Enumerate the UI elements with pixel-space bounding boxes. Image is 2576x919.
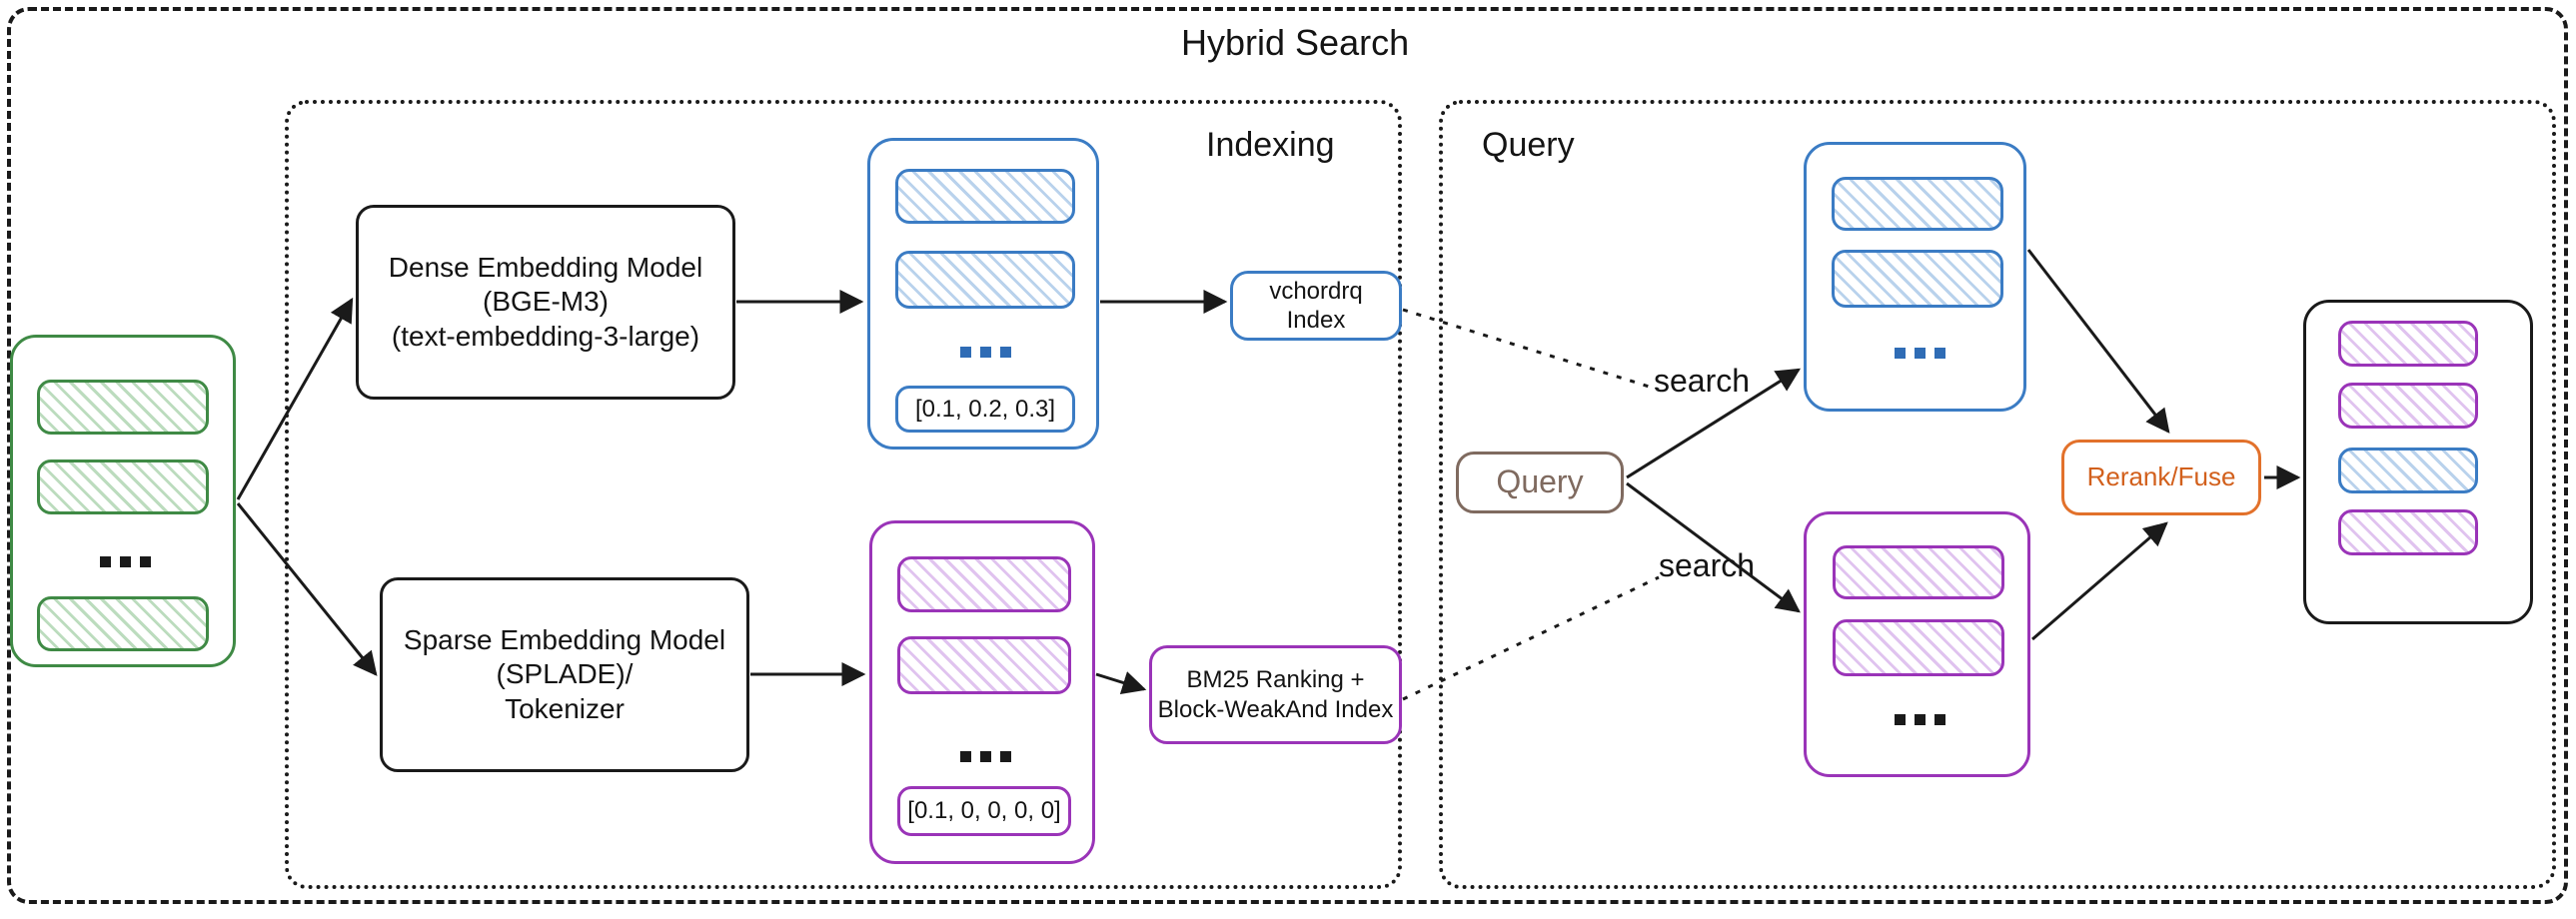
dense-vectors-stack: [0.1, 0.2, 0.3] — [867, 138, 1099, 450]
list-item — [1832, 177, 2003, 231]
dense-embedding-model-node[interactable]: Dense Embedding Model (BGE-M3) (text-emb… — [356, 205, 735, 400]
bm25-index-line1: BM25 Ranking + — [1186, 666, 1365, 694]
dense-model-line1: Dense Embedding Model — [388, 252, 703, 284]
dense-results-stack — [1804, 142, 2026, 412]
vchordrq-index-line1: vchordrq — [1269, 277, 1363, 305]
list-item — [2338, 448, 2478, 493]
source-documents-stack — [10, 335, 236, 667]
panel-title-indexing: Indexing — [1206, 126, 1335, 164]
sparse-model-line1: Sparse Embedding Model — [403, 624, 726, 656]
list-item — [2338, 383, 2478, 429]
edge-label-search-dense: search — [1654, 363, 1751, 399]
rerank-fuse-label: Rerank/Fuse — [2086, 461, 2236, 492]
ellipsis-indicator — [1895, 348, 1945, 359]
list-item — [897, 556, 1071, 612]
ellipsis-indicator — [100, 556, 151, 567]
bm25-index-node[interactable]: BM25 Ranking + Block-WeakAnd Index — [1149, 645, 1402, 744]
dense-model-line3: (text-embedding-3-large) — [391, 320, 700, 352]
ellipsis-indicator — [960, 751, 1011, 762]
sparse-vectors-stack: [0.1, 0, 0, 0, 0] — [869, 520, 1095, 864]
list-item — [2338, 321, 2478, 367]
list-item — [37, 596, 209, 651]
list-item — [895, 251, 1075, 309]
vchordrq-index-node[interactable]: vchordrq Index — [1230, 271, 1402, 341]
list-item — [1832, 250, 2003, 308]
vchordrq-index-line2: Index — [1286, 307, 1346, 334]
panel-title-query: Query — [1482, 126, 1575, 164]
sparse-model-line3: Tokenizer — [505, 692, 625, 724]
final-results-stack — [2303, 300, 2533, 624]
list-item — [895, 169, 1075, 224]
list-item — [1833, 545, 2004, 599]
bm25-index-line2: Block-WeakAnd Index — [1157, 695, 1394, 723]
list-item — [897, 636, 1071, 694]
list-item — [2338, 509, 2478, 555]
panel-query — [1439, 100, 2556, 889]
edge-label-search-sparse: search — [1659, 547, 1756, 583]
sparse-vector-value: [0.1, 0, 0, 0, 0] — [897, 786, 1071, 836]
sparse-model-line2: (SPLADE)/ — [496, 658, 634, 690]
query-node[interactable]: Query — [1456, 452, 1624, 513]
dense-vector-value: [0.1, 0.2, 0.3] — [895, 386, 1075, 433]
panel-hybrid-search — [7, 7, 2568, 904]
query-node-label: Query — [1496, 463, 1584, 500]
sparse-results-stack — [1804, 511, 2030, 777]
list-item — [37, 380, 209, 435]
rerank-fuse-node[interactable]: Rerank/Fuse — [2061, 440, 2261, 515]
list-item — [37, 460, 209, 514]
ellipsis-indicator — [960, 347, 1011, 358]
sparse-embedding-model-node[interactable]: Sparse Embedding Model (SPLADE)/ Tokeniz… — [380, 577, 749, 772]
dense-model-line2: (BGE-M3) — [483, 286, 609, 318]
page-title: Hybrid Search — [1181, 22, 1410, 63]
list-item — [1833, 619, 2004, 676]
ellipsis-indicator — [1895, 714, 1945, 725]
